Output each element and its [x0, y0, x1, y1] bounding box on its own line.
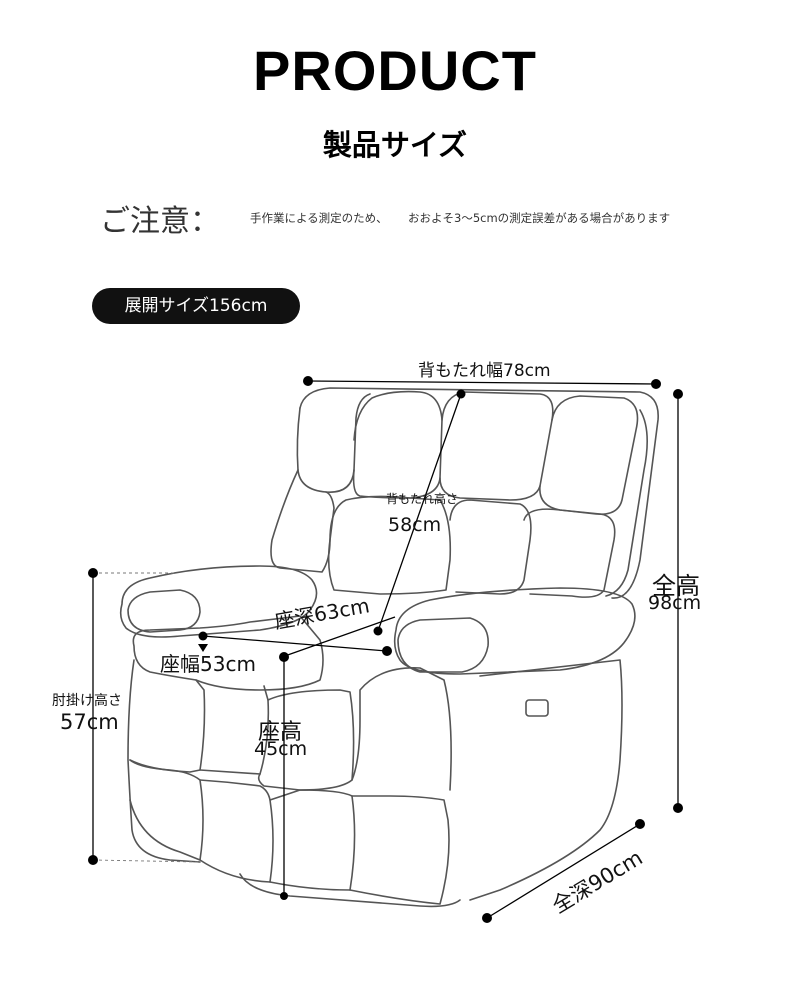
- armrest-height-value: 57cm: [60, 710, 119, 734]
- back-width-label: 背もたれ幅78cm: [418, 361, 551, 381]
- notice-text-2: おおよそ3〜5cmの測定誤差がある場合があります: [408, 211, 671, 225]
- back-height-value: 58cm: [388, 514, 442, 536]
- total-depth-line: [486, 823, 641, 919]
- seat-width-line: [202, 635, 388, 652]
- back-width-line: [307, 380, 657, 385]
- page-title: PRODUCT: [253, 39, 537, 102]
- seat-width-label: 座幅53cm: [160, 652, 256, 676]
- seat-height-label: 座高: [258, 720, 303, 745]
- armrest-height-label: 肘掛け高さ: [52, 693, 122, 709]
- total-height-label: 全高: [652, 572, 700, 600]
- guide-lines: [92, 572, 201, 863]
- expanded-size-badge: 展開サイズ156cm: [92, 288, 300, 324]
- back-height-line: [377, 393, 462, 632]
- measurement-endpoints: [88, 376, 683, 923]
- notice-text-1: 手作業による測定のため、: [250, 211, 388, 225]
- seat-height-value: 45cm: [254, 738, 308, 760]
- seat-width-arrow: [198, 644, 208, 652]
- notice-label: ご注意：: [100, 204, 220, 239]
- measurement-lines: [92, 380, 679, 919]
- back-height-label: 背もたれ高さ: [386, 492, 459, 506]
- seat-depth-line: [281, 616, 396, 658]
- recliner-chair-illustration: [119, 387, 659, 908]
- page-subtitle: 製品サイズ: [322, 128, 468, 162]
- total-height-value: 98cm: [648, 592, 702, 614]
